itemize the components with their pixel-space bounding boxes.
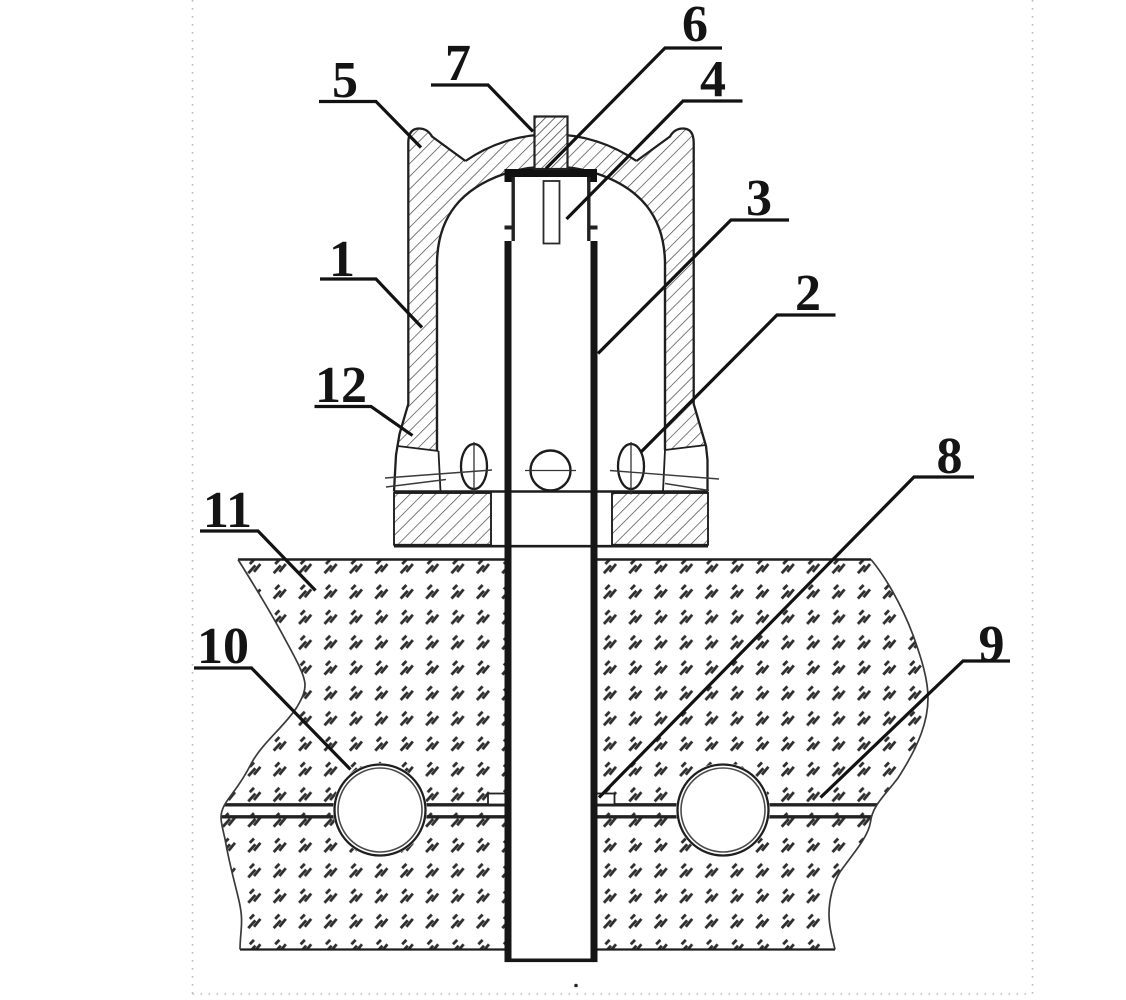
svg-text:9: 9 (979, 616, 1005, 673)
svg-text:2: 2 (795, 265, 821, 322)
svg-text:12: 12 (315, 357, 367, 414)
svg-text:4: 4 (700, 51, 726, 108)
svg-text:6: 6 (682, 0, 708, 53)
svg-text:8: 8 (937, 428, 963, 485)
svg-text:3: 3 (746, 170, 772, 227)
svg-text:7: 7 (445, 35, 471, 92)
svg-text:5: 5 (332, 52, 358, 109)
svg-text:11: 11 (203, 482, 252, 539)
svg-text:1: 1 (329, 231, 355, 288)
svg-text:10: 10 (197, 618, 249, 675)
